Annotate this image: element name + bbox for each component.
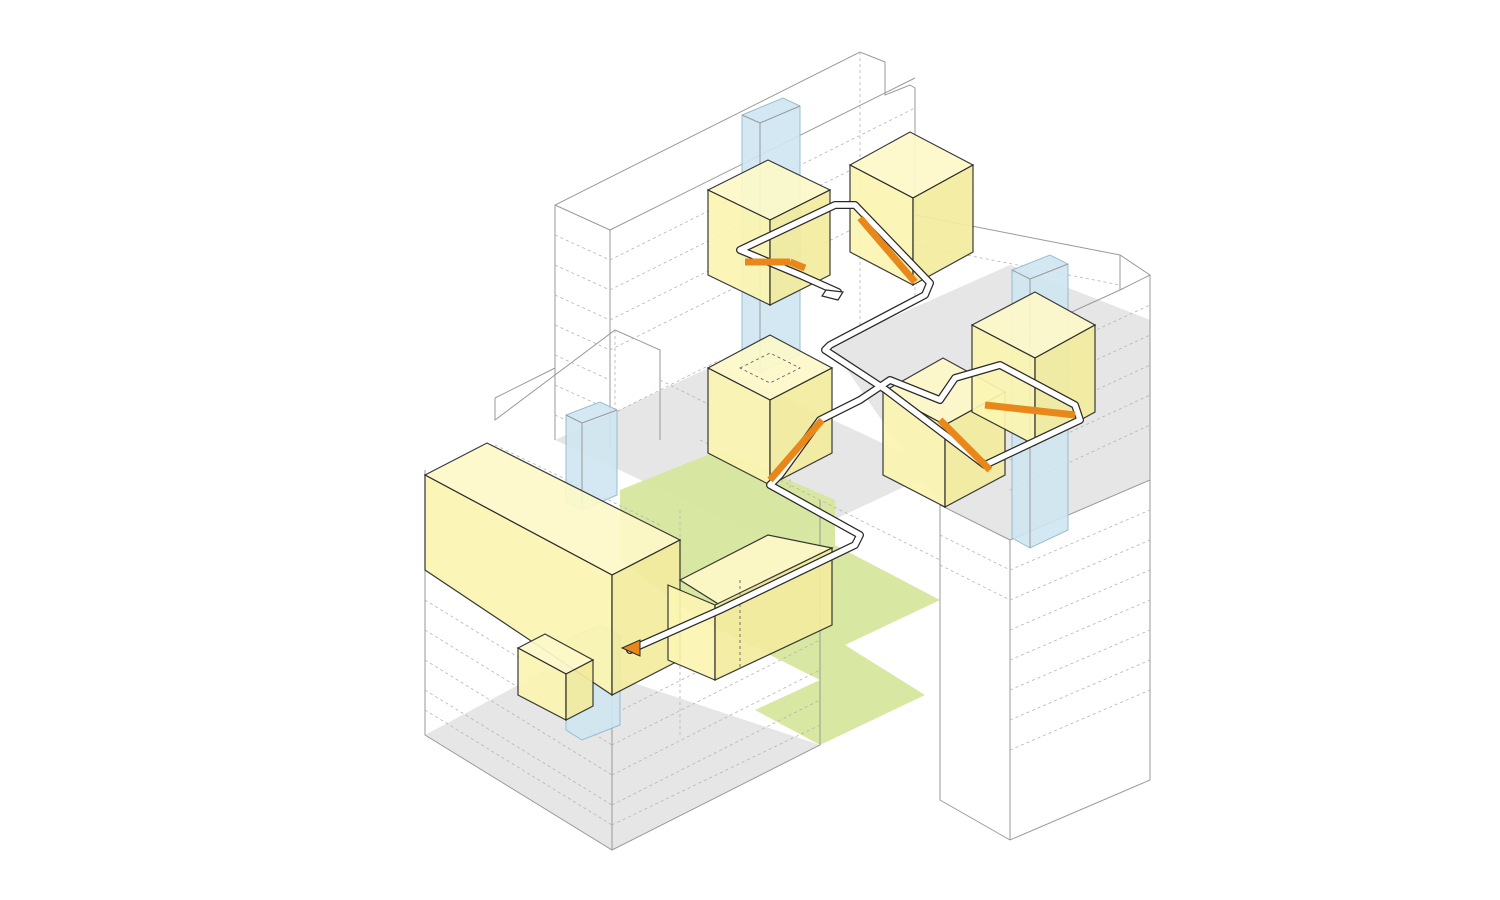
level-line — [1009, 659, 1151, 721]
shaft-edge — [741, 114, 761, 124]
level-line — [554, 294, 611, 321]
level-line — [424, 659, 613, 776]
stair-right-upper — [984, 401, 1076, 419]
stair-right-lower — [937, 417, 993, 473]
stair-upper-left-end — [788, 258, 807, 272]
yellow-volumes — [423, 131, 1097, 721]
level-line — [554, 354, 611, 381]
yellow-volume-front-right — [667, 534, 834, 681]
level-line — [611, 724, 821, 826]
stair-upper-right — [857, 215, 918, 285]
envelope-edge-9 — [939, 504, 1011, 541]
level-line — [554, 264, 611, 291]
shaft-edge — [1029, 263, 1069, 280]
level-line — [611, 699, 821, 806]
level-line — [424, 689, 613, 806]
stairs — [620, 215, 1076, 657]
level-line — [554, 234, 611, 261]
level-line — [424, 709, 613, 826]
level-line — [1009, 509, 1151, 571]
yellow-volume-front-long — [423, 442, 682, 697]
direction-arrow-lower — [620, 639, 641, 657]
floor-slab-left — [425, 660, 820, 850]
circulation-path — [626, 201, 1084, 654]
level-line — [1009, 569, 1151, 631]
level-line — [611, 639, 821, 746]
stair-center — [767, 417, 825, 483]
level-line — [554, 324, 611, 351]
envelope-edge-12 — [494, 367, 556, 399]
shaft-edge — [581, 409, 618, 424]
shaft-edge — [759, 105, 801, 124]
level-line — [611, 669, 821, 776]
yellow-volume-center — [706, 334, 834, 486]
level-line — [1009, 629, 1151, 691]
level-line — [1009, 539, 1151, 601]
level-line — [1009, 599, 1151, 661]
level-line — [939, 534, 1011, 571]
shaft-edge — [1011, 269, 1031, 280]
yellow-volume-small-front — [516, 633, 595, 721]
yellow-volume-upper-right — [848, 131, 975, 287]
service-shaft-left — [565, 401, 618, 511]
direction-arrow-upper — [821, 289, 845, 301]
level-line — [914, 244, 1121, 286]
envelope-edge-1 — [554, 204, 611, 231]
envelope-edge-5 — [1119, 274, 1151, 291]
level-line — [939, 564, 1011, 601]
volume-inner-edge — [739, 352, 801, 384]
shaft-edge — [565, 414, 583, 424]
level-line — [1009, 689, 1151, 751]
